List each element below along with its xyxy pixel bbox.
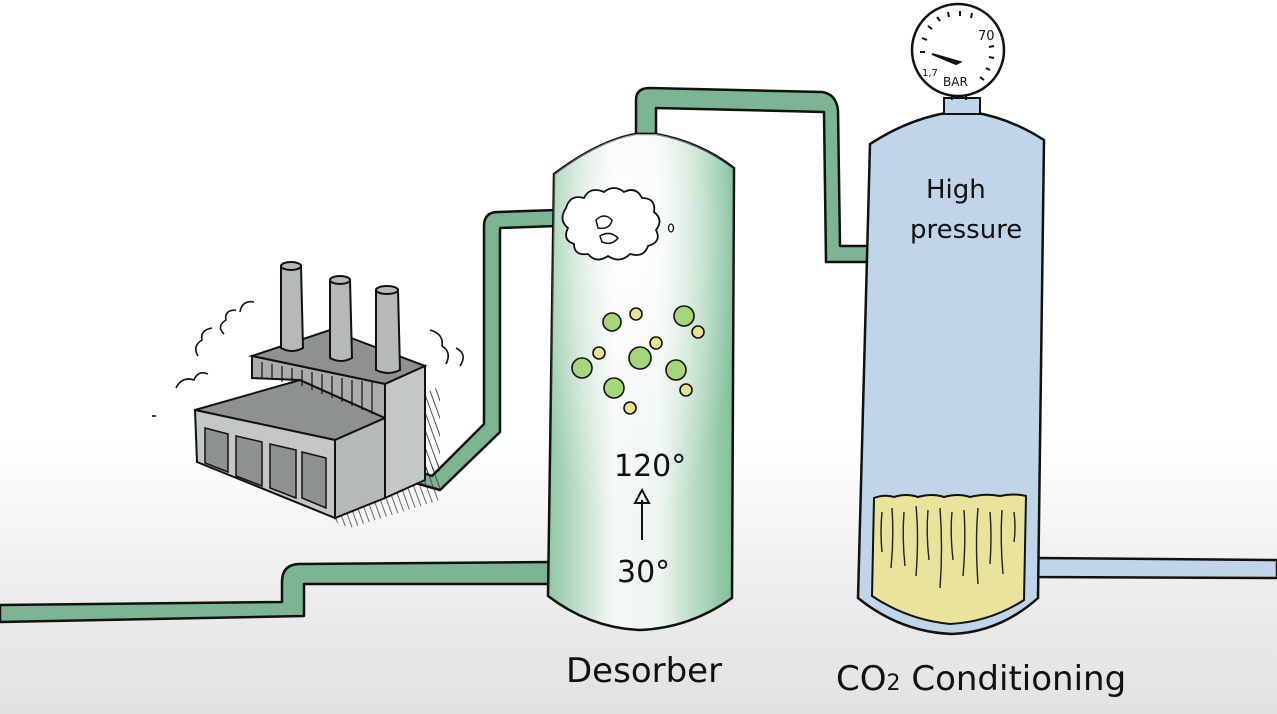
conditioning-vessel xyxy=(856,97,1046,636)
gauge-min-label: 1,7 xyxy=(922,68,938,79)
gauge-unit-label: BAR xyxy=(943,75,968,89)
gauge-needle xyxy=(931,53,963,66)
vessel-label-line2: pressure xyxy=(910,215,1022,245)
conditioning-label-subscript: 2 xyxy=(887,671,901,696)
packing-bed xyxy=(870,493,1028,626)
factory-pipe xyxy=(396,208,558,492)
inlet-pipe xyxy=(0,560,554,624)
vessel-label-line1: High xyxy=(926,175,986,205)
chimneys xyxy=(280,261,402,374)
co2-bubbles xyxy=(571,305,705,415)
temp-bottom-label: 30° xyxy=(617,555,670,590)
gauge-ticks xyxy=(920,11,995,81)
outlet-pipe xyxy=(1034,556,1277,580)
conditioning-label-suffix: Conditioning xyxy=(901,659,1127,699)
factory-icon xyxy=(152,261,464,528)
conditioning-label-prefix: CO xyxy=(836,659,887,699)
pressure-gauge-icon xyxy=(910,2,1006,100)
desorber-vessel xyxy=(546,132,736,632)
temp-top-label: 120° xyxy=(614,449,686,484)
gauge-max-label: 70 xyxy=(978,29,995,44)
desorber-label: Desorber xyxy=(566,651,722,691)
conditioning-label: CO2 Conditioning xyxy=(836,659,1126,699)
up-arrow-icon xyxy=(633,487,651,540)
